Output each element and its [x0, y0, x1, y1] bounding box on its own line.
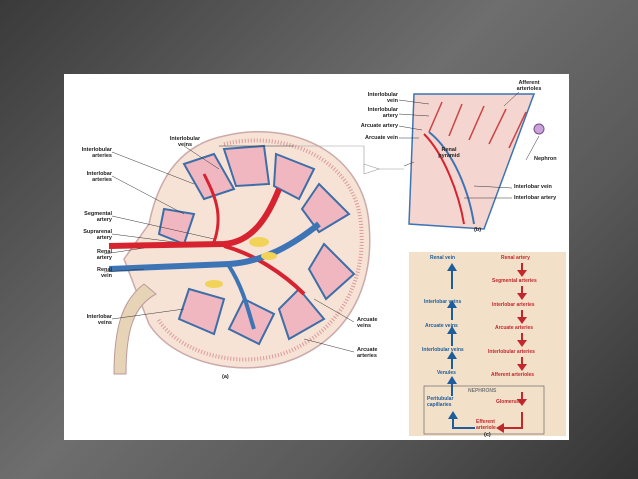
- flow-artery-5: Afferent arterioles: [491, 372, 535, 378]
- label-interlobar-artery: Interlobar artery: [514, 195, 557, 201]
- label-interlobular-artery: Interlobular artery: [367, 107, 398, 119]
- label-arcuate-artery: Arcuate artery: [360, 123, 398, 129]
- renal-artery-vessel: [108, 187, 282, 249]
- kidney-illustration: [103, 91, 545, 435]
- flow-vein-0: Renal vein: [430, 255, 456, 261]
- leader-lines-a: [103, 145, 355, 353]
- label-suprarenal-artery: Suprarenal artery: [83, 229, 112, 241]
- label-renal-pyramid: Renal pyramid: [438, 147, 460, 159]
- renal-pyramids: [157, 144, 356, 346]
- ureter: [113, 283, 157, 375]
- nephrons-box: [423, 385, 545, 435]
- flow-vein-4: Venules: [437, 370, 456, 376]
- flow-glomerulus: Glomerulus: [496, 399, 524, 405]
- label-afferent-arterioles: Afferent arterioles: [516, 80, 542, 92]
- flow-arrows: [447, 263, 527, 433]
- label-renal-vein: Renal vein: [97, 267, 112, 279]
- label-nephron: Nephron: [534, 156, 557, 162]
- flow-artery-2: Interlobar arteries: [492, 302, 535, 308]
- label-arcuate-arteries: Arcuate arteries: [357, 347, 378, 359]
- caption-c: (c): [484, 432, 491, 438]
- flow-nephrons-title: NEPHRONS: [468, 388, 497, 394]
- flow-peritubular: Peritubular capillaries: [427, 396, 454, 408]
- flow-vein-3: Interlobular veins: [422, 347, 464, 353]
- caption-b: (b): [474, 227, 482, 233]
- flow-artery-3: Arcuate arteries: [495, 325, 534, 331]
- renal-fat: [205, 237, 277, 288]
- label-segmental-artery: Segmental artery: [84, 211, 112, 223]
- flow-vein-2: Arcuate veins: [425, 323, 458, 329]
- renal-vein-vessel: [108, 221, 321, 272]
- label-interlobar-arteries: Interlobar arteries: [86, 171, 112, 183]
- label-interlobular-vein: Interlobular vein: [367, 92, 398, 104]
- flow-efferent: Efferent arteriole: [476, 419, 496, 431]
- label-arcuate-vein: Arcuate vein: [364, 135, 398, 141]
- diagram-slide: Interlobular arteries Interlobular veins…: [64, 74, 569, 440]
- label-interlobar-veins: Interlobar veins: [86, 314, 112, 326]
- interlobular-branches: [428, 101, 527, 149]
- caption-a: (a): [222, 374, 229, 380]
- label-renal-artery: Renal artery: [96, 249, 112, 261]
- nephron-symbol: [533, 123, 545, 135]
- flow-vein-1: Interlobar veins: [424, 299, 462, 305]
- interlobular-vessels: [156, 138, 364, 362]
- label-interlobular-arteries: Interlobular arteries: [81, 147, 112, 159]
- callout-arrow: [363, 163, 380, 175]
- flow-artery-0: Renal artery: [501, 255, 530, 261]
- label-arcuate-veins: Arcuate veins: [357, 317, 378, 329]
- flow-artery-1: Segmental arteries: [492, 278, 537, 284]
- pyramid-wedge: [408, 93, 536, 230]
- label-interlobar-vein: Interlobar vein: [514, 184, 552, 190]
- flow-artery-4: Interlobular arteries: [488, 349, 535, 355]
- label-interlobular-veins: Interlobular veins: [169, 136, 201, 148]
